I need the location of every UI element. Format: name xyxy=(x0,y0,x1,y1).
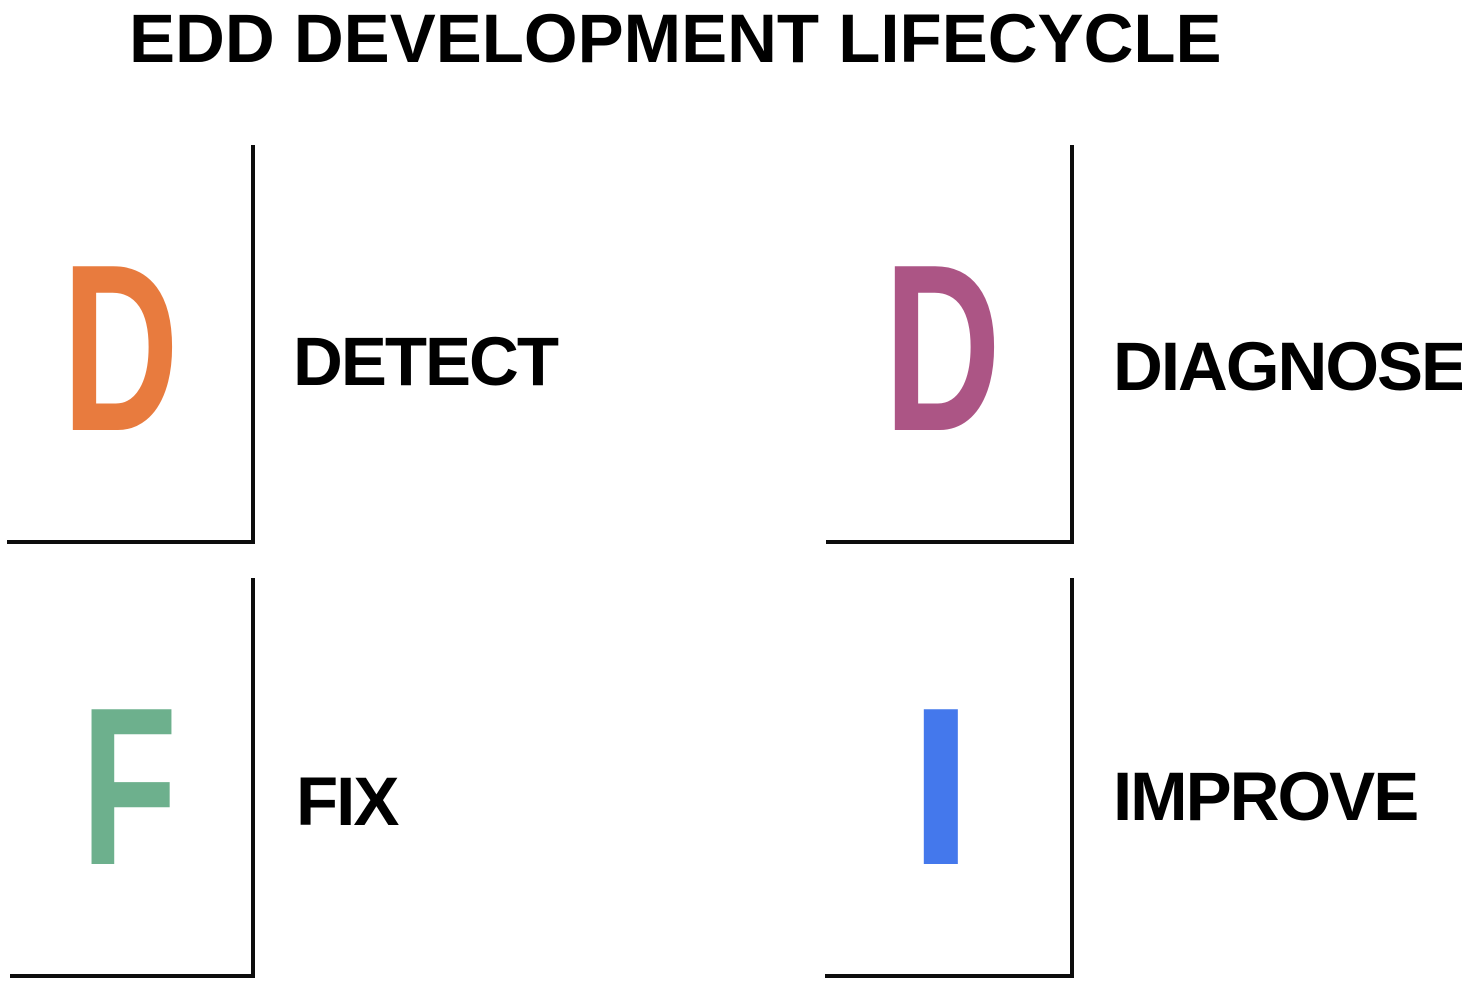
page-title: EDD DEVELOPMENT LIFECYCLE xyxy=(129,0,1222,77)
detect-divider-vertical-line xyxy=(251,145,255,543)
quadrant-detect: D DETECT xyxy=(0,145,702,545)
improve-initial-letter: I xyxy=(908,660,974,912)
fix-label: FIX xyxy=(296,763,399,840)
improve-divider-horizontal-line xyxy=(825,974,1074,978)
diagnose-divider-horizontal-line xyxy=(826,540,1074,544)
fix-initial-letter: F xyxy=(81,660,178,912)
diagnose-divider-vertical-line xyxy=(1070,145,1074,543)
improve-divider-vertical-line xyxy=(1070,578,1074,977)
fix-divider-vertical-line xyxy=(251,578,255,977)
diagnose-initial-letter: D xyxy=(884,216,1001,481)
quadrant-fix: F FIX xyxy=(0,578,702,978)
detect-divider-horizontal-line xyxy=(7,540,255,544)
diagnose-label: DIAGNOSE xyxy=(1113,328,1462,405)
quadrant-improve: I IMPROVE xyxy=(760,578,1462,978)
improve-label: IMPROVE xyxy=(1113,758,1419,835)
fix-divider-horizontal-line xyxy=(10,974,255,978)
detect-label: DETECT xyxy=(293,323,559,400)
quadrant-diagnose: D DIAGNOSE xyxy=(760,145,1462,545)
detect-initial-letter: D xyxy=(62,216,179,481)
